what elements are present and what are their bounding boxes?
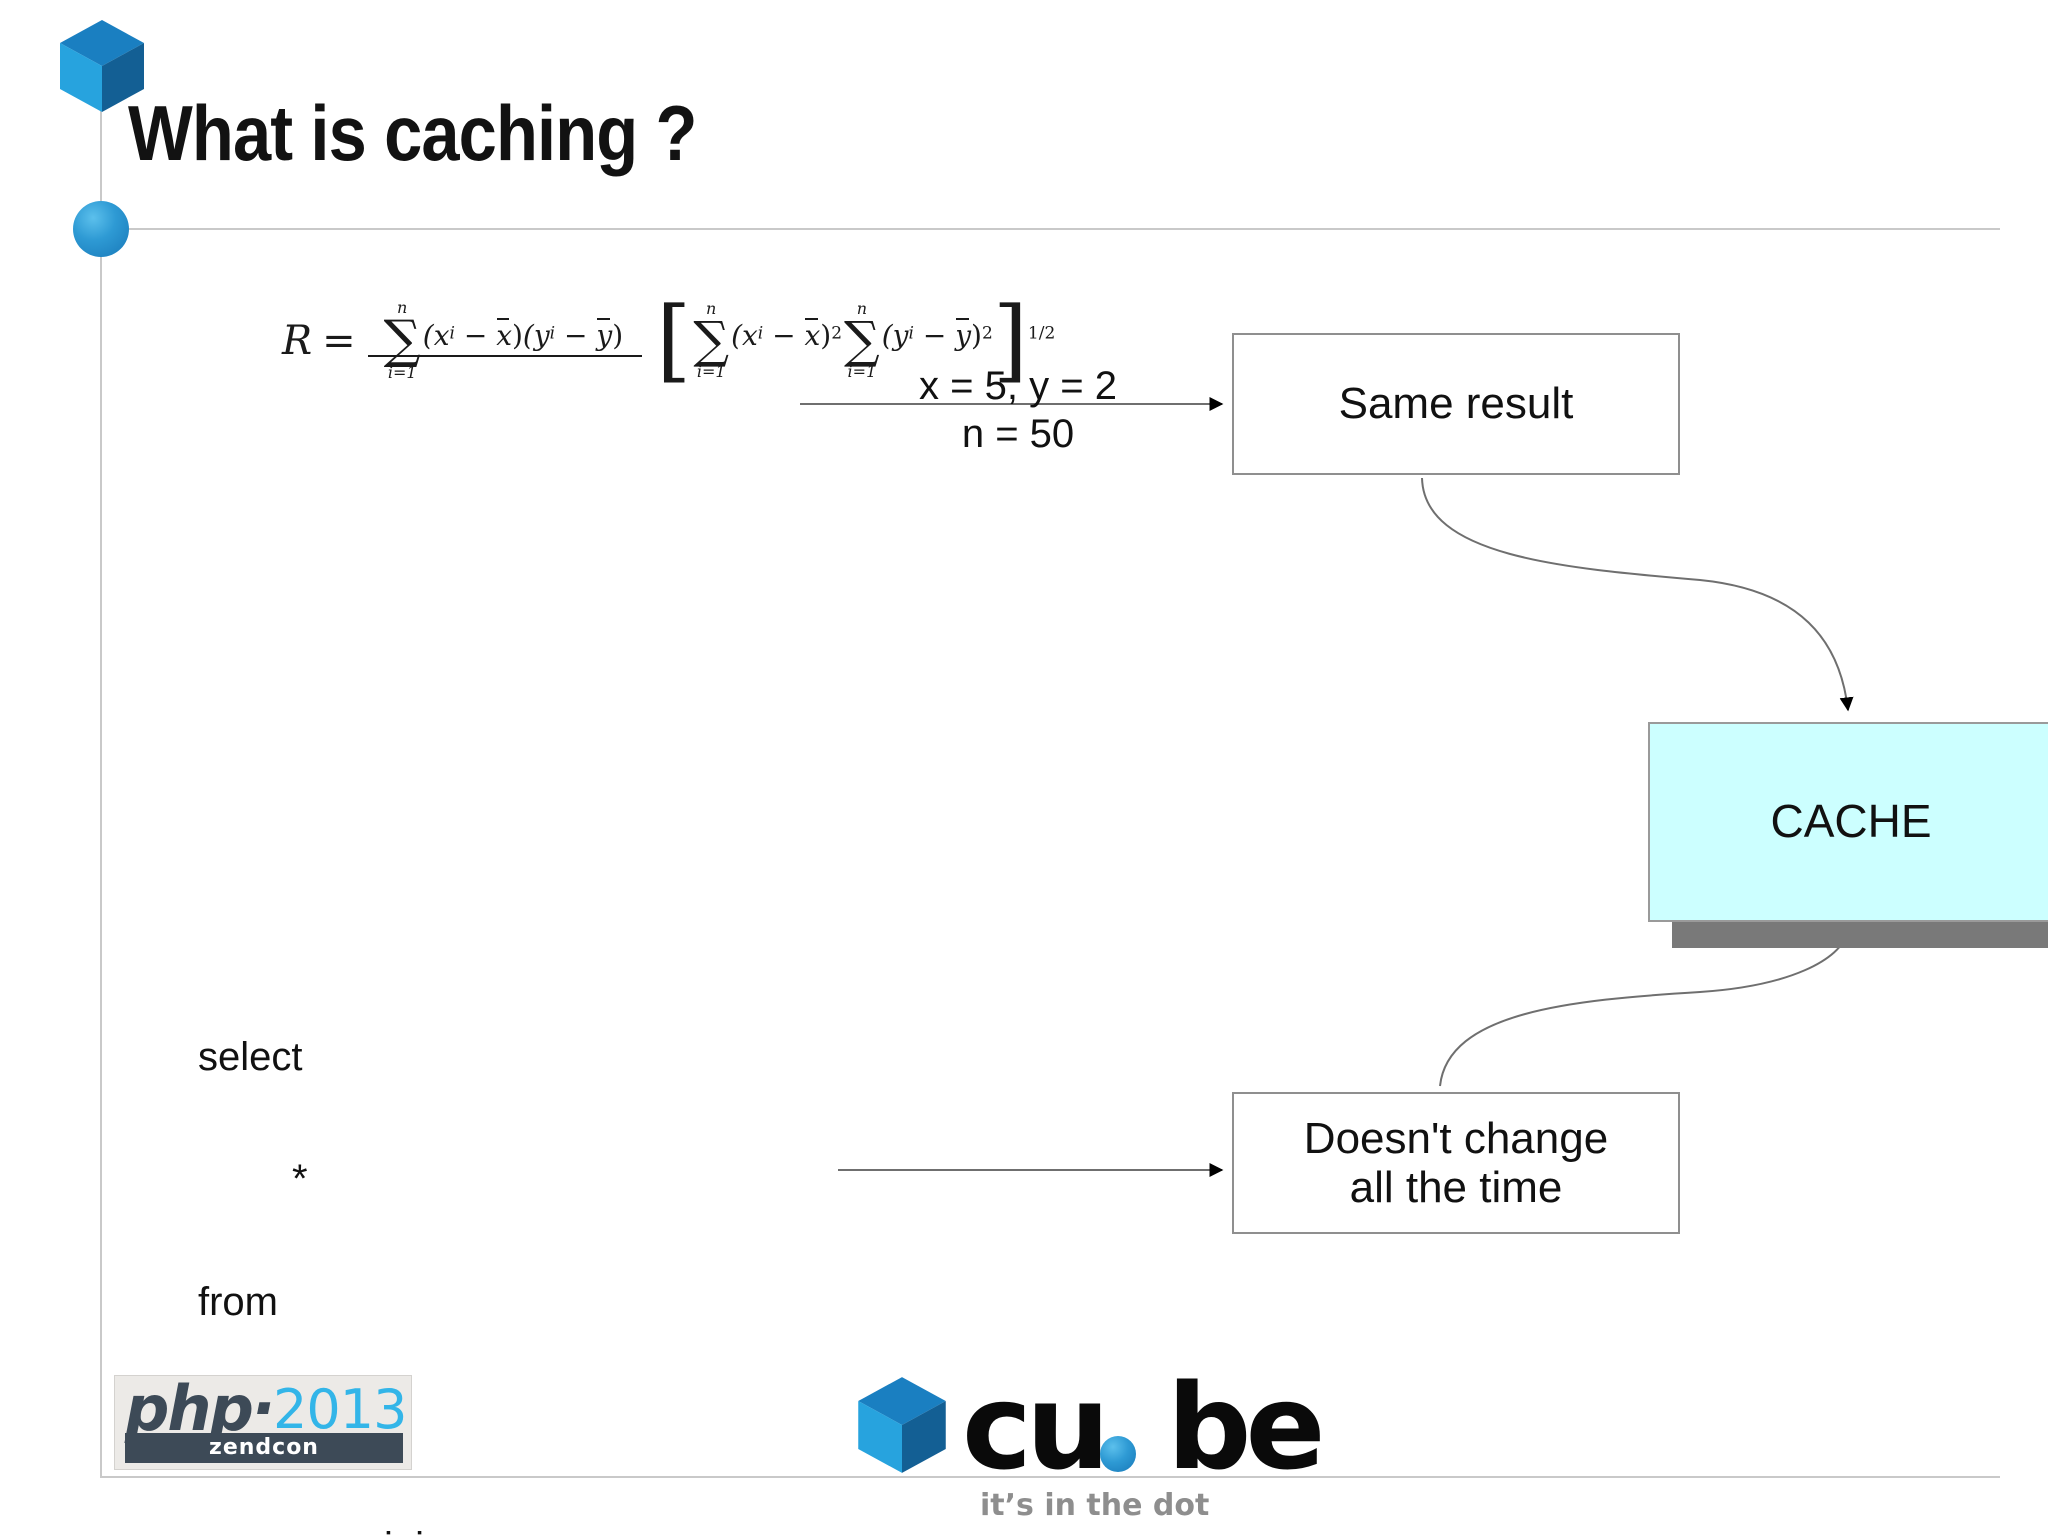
box-doesnt-change-line2: all the time (1349, 1163, 1563, 1212)
box-same-result[interactable]: Same result (1232, 333, 1680, 475)
zendcon-label: zendcon (209, 1435, 319, 1460)
summation-symbol: n ∑ i=1 (844, 298, 880, 382)
formula-fraction: n ∑ i=1 (xi − x)(yi − y) [ n ∑ i=1 (xi −… (367, 287, 1070, 393)
formula-equals: = (322, 317, 356, 364)
box-same-result-label: Same result (1338, 379, 1574, 429)
arrow-doesnt-change-to-cache (1439, 930, 1852, 1087)
left-vertical-rule (100, 80, 102, 1478)
summation-symbol: n ∑ i=1 (693, 298, 730, 382)
sql-line: join user (198, 1527, 852, 1535)
blue-sphere-bullet-icon (73, 201, 129, 257)
formula-numerator: n ∑ i=1 (xi − x)(yi − y) (367, 300, 643, 381)
arrow-same-result-to-cache (1421, 477, 1854, 712)
formula-denominator: [ n ∑ i=1 (xi − x)2 n ∑ i=1 (yi − y)2]1/… (656, 287, 1056, 393)
box-doesnt-change-line1: Doesn't change (1303, 1113, 1609, 1163)
cube-logo-icon (60, 20, 144, 112)
php-logo-year: 2013 (273, 1378, 407, 1441)
header-divider-rule (100, 228, 2000, 230)
cube-tagline: it’s in the dot (980, 1488, 1210, 1523)
cube-blue-dot-icon (1100, 1436, 1136, 1472)
footer-divider-rule (100, 1476, 2000, 1478)
cube-3d-icon (858, 1377, 946, 1473)
formula-exponent: 1/2 (1027, 323, 1056, 344)
arrow-label-sample-size: n = 50 (961, 412, 1075, 456)
box-doesnt-change-label: Doesn't change all the time (1304, 1114, 1608, 1213)
sql-line: * (292, 1157, 308, 1202)
cube-wordmark: cu be (962, 1358, 1326, 1496)
pearson-correlation-formula: R = n ∑ i=1 (xi − x)(yi − y) [ n ∑ i=1 (… (282, 287, 1070, 393)
sql-line: select (198, 1034, 303, 1079)
cube-brand-logo: cu be it’s in the dot (852, 1358, 1326, 1535)
sql-line: from (198, 1279, 278, 1324)
summation-symbol: n ∑ i=1 (383, 298, 421, 383)
page-title: What is caching ? (128, 89, 697, 177)
formula-lhs: R (282, 317, 313, 364)
cube-wordmark-right: be (1167, 1358, 1325, 1496)
cube-wordmark-left: cu (962, 1358, 1110, 1496)
php-zendcon-logo: php· 2013 zendcon (114, 1375, 412, 1470)
box-cache-label: CACHE (1770, 795, 1932, 848)
zendcon-bar: zendcon (125, 1433, 403, 1463)
arrow-label-variables: x = 5, y = 2 (919, 364, 1117, 408)
box-doesnt-change[interactable]: Doesn't change all the time (1232, 1092, 1680, 1234)
box-cache[interactable]: CACHE (1648, 722, 2048, 922)
